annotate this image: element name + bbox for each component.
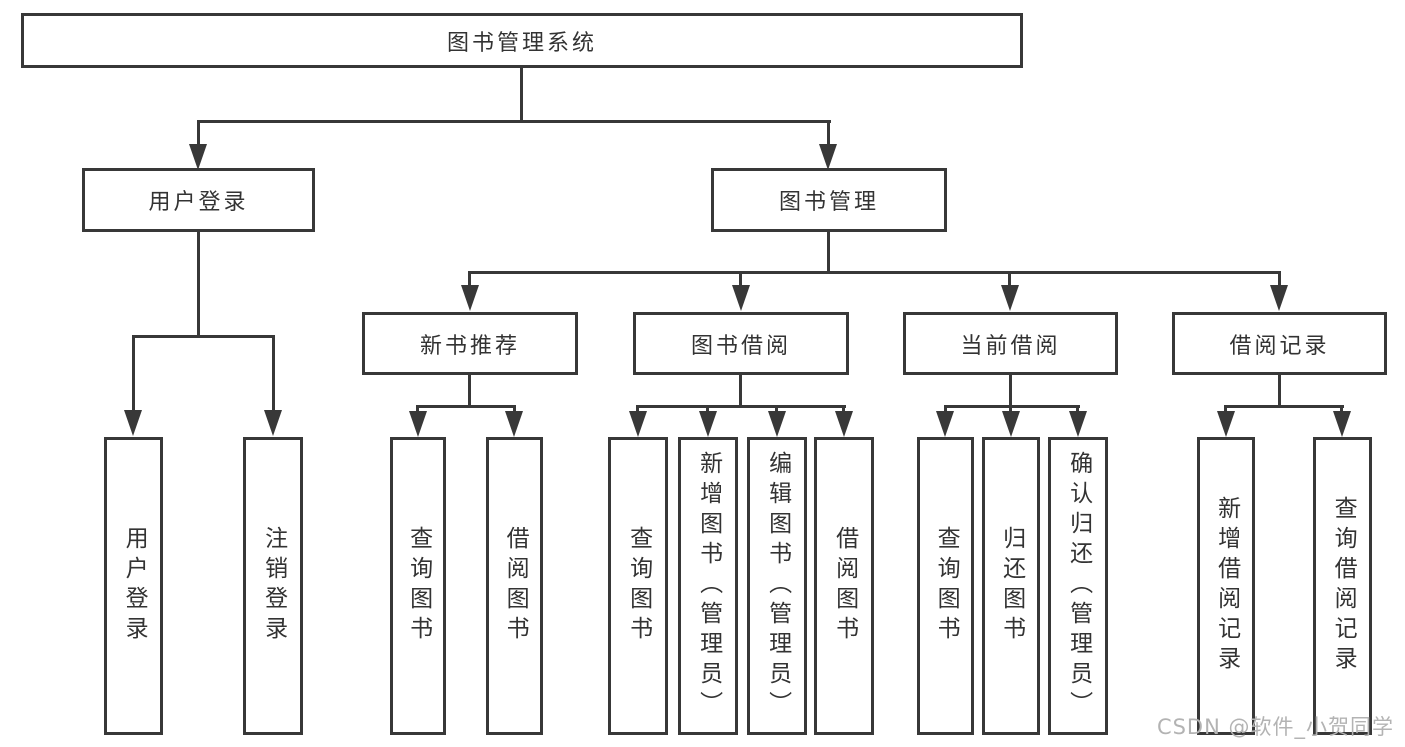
node-book-borrowing-label: 图书借阅 [690,333,791,359]
node-new-book-recommend: 新书推荐 [362,312,578,375]
arrowhead-down-icon [124,410,142,436]
leaf-query-books-recommend-label: 查询图书 [405,526,432,646]
connector-l3-b-stem [739,271,742,287]
arrowhead-down-icon [819,144,837,170]
connector-g1-leaf1-stem [132,335,135,412]
connector-g4-leaf3-stem [1076,405,1079,414]
arrowhead-down-icon [1001,285,1019,311]
arrowhead-down-icon [264,410,282,436]
connector-g1-rail [132,335,275,338]
arrowhead-down-icon [409,411,427,437]
connector-g5-stem [1278,375,1281,407]
connector-l3-d-stem [1278,271,1281,287]
leaf-query-books-recommend: 查询图书 [390,437,446,735]
connector-g1-leaf2-stem [272,335,275,412]
leaf-query-books-current-label: 查询图书 [933,526,960,646]
leaf-add-books-admin-label: 新增图书（管理员） [695,451,722,721]
watermark: CSDN @软件_小贺同学 [1156,715,1394,739]
connector-g2-rail [416,405,516,408]
leaf-query-borrow-record: 查询借阅记录 [1313,437,1372,735]
connector-g3-leaf4-stem [842,405,845,414]
arrowhead-down-icon [835,411,853,437]
node-borrowing-records: 借阅记录 [1172,312,1387,375]
leaf-confirm-return-admin-label: 确认归还（管理员） [1065,451,1092,721]
connector-g3-leaf1-stem [636,405,639,414]
leaf-borrow-books-recommend: 借阅图书 [486,437,543,735]
arrowhead-down-icon [461,285,479,311]
node-book-management: 图书管理 [711,168,947,232]
leaf-query-books-borrow: 查询图书 [608,437,668,735]
arrowhead-down-icon [1217,411,1235,437]
arrowhead-down-icon [936,411,954,437]
node-library-system: 图书管理系统 [21,13,1023,68]
arrowhead-down-icon [1333,411,1351,437]
leaf-query-books-current: 查询图书 [917,437,974,735]
leaf-edit-books-admin: 编辑图书（管理员） [747,437,807,735]
arrowhead-down-icon [1002,411,1020,437]
leaf-query-books-borrow-label: 查询图书 [625,526,652,646]
arrowhead-down-icon [629,411,647,437]
connector-g2-leaf1-stem [416,405,419,414]
arrowhead-down-icon [189,144,207,170]
connector-g5-leaf2-stem [1340,405,1343,414]
leaf-add-books-admin: 新增图书（管理员） [678,437,738,735]
node-book-management-label: 图书管理 [778,190,879,215]
connector-g2-leaf2-stem [513,405,516,414]
leaf-user-login-label: 用户登录 [121,526,148,646]
node-current-borrowing: 当前借阅 [903,312,1118,375]
arrowhead-down-icon [1270,285,1288,311]
connector-user-login-stem [197,120,200,146]
connector-l3-a-stem [468,271,471,287]
connector-l3-c-stem [1008,271,1011,287]
connector-root-rail [197,120,831,123]
arrowhead-down-icon [505,411,523,437]
arrowhead-down-icon [1069,411,1087,437]
leaf-return-books-label: 归还图书 [998,526,1025,646]
node-library-system-label: 图书管理系统 [446,30,597,56]
leaf-logout: 注销登录 [243,437,303,735]
connector-g3-stem [739,375,742,407]
connector-book-mgmt-stem [827,120,830,146]
arrowhead-down-icon [732,285,750,311]
node-user-login-label: 用户登录 [148,190,249,215]
node-current-borrowing-label: 当前借阅 [960,333,1061,359]
node-new-book-recommend-label: 新书推荐 [419,333,520,359]
connector-g2-stem [468,375,471,407]
leaf-add-borrow-record: 新增借阅记录 [1197,437,1255,735]
connector-root-stem [520,66,523,120]
connector-g4-rail [944,405,1080,408]
arrowhead-down-icon [768,411,786,437]
connector-l3-stem [827,232,830,273]
leaf-query-borrow-record-label: 查询借阅记录 [1330,496,1357,676]
arrowhead-down-icon [699,411,717,437]
leaf-confirm-return-admin: 确认归还（管理员） [1048,437,1108,735]
leaf-borrow-books-label: 借阅图书 [831,526,858,646]
node-user-login: 用户登录 [82,168,315,232]
leaf-return-books: 归还图书 [982,437,1040,735]
leaf-borrow-books: 借阅图书 [814,437,874,735]
leaf-add-borrow-record-label: 新增借阅记录 [1213,496,1240,676]
leaf-logout-label: 注销登录 [260,526,287,646]
connector-g4-leaf1-stem [944,405,947,414]
connector-g5-leaf1-stem [1224,405,1227,414]
connector-l3-rail [469,271,1279,274]
connector-g3-leaf3-stem [775,405,778,414]
leaf-user-login: 用户登录 [104,437,163,735]
connector-g4-stem [1009,375,1012,407]
node-book-borrowing: 图书借阅 [633,312,849,375]
connector-g5-rail [1224,405,1344,408]
leaf-edit-books-admin-label: 编辑图书（管理员） [764,451,791,721]
connector-g3-rail [636,405,846,408]
leaf-borrow-books-recommend-label: 借阅图书 [502,526,529,646]
node-borrowing-records-label: 借阅记录 [1229,333,1330,359]
connector-g4-leaf2-stem [1009,405,1012,414]
connector-g3-leaf2-stem [706,405,709,414]
connector-g1-stem [197,232,200,338]
